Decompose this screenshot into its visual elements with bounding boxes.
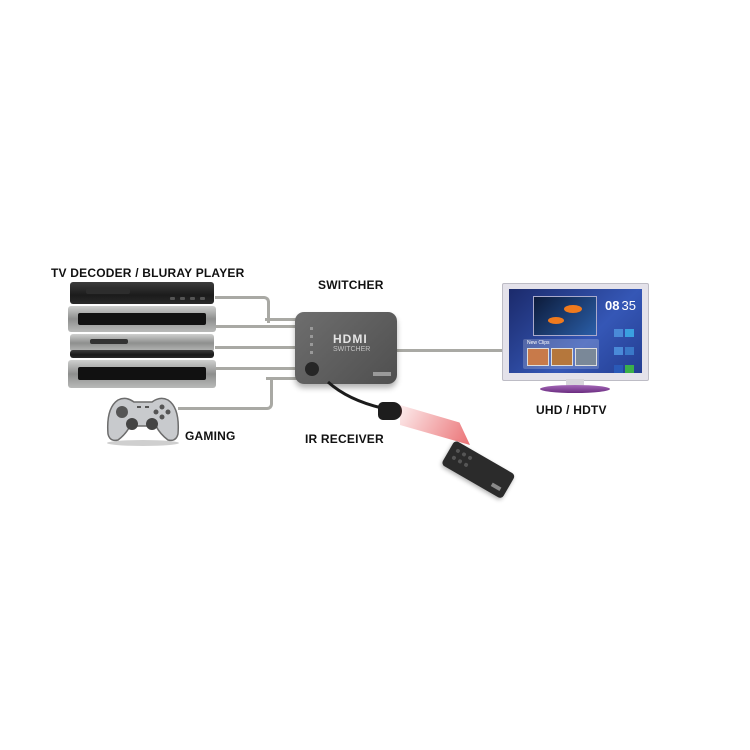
source-device-stack — [68, 282, 216, 390]
hdmi-switcher-device: HDMI SWITCHER — [295, 312, 397, 384]
cable-gaming — [178, 377, 273, 410]
switcher-logo: HDMI — [333, 332, 368, 346]
tv-neck — [566, 379, 584, 387]
tv-clips-panel: New Clips — [523, 339, 599, 369]
tv-clock-hours: 08 — [605, 298, 620, 313]
tv-stand — [540, 385, 610, 393]
cable-3 — [215, 346, 297, 349]
switcher-select-button — [305, 362, 319, 376]
display-label: UHD / HDTV — [536, 403, 607, 417]
tv-video-tile — [533, 296, 597, 336]
switcher-led-column — [310, 327, 313, 354]
ir-receiver-label: IR RECEIVER — [305, 432, 384, 446]
cable-gaming-top — [266, 377, 297, 380]
bluray-player-2 — [70, 334, 214, 352]
tv-clock-minutes: 35 — [621, 298, 636, 313]
gaming-label: GAMING — [185, 429, 236, 443]
tv-clips-title: New Clips — [527, 340, 550, 346]
cable-4 — [215, 367, 297, 370]
ir-receiver-cable — [326, 380, 383, 410]
cable-1 — [215, 296, 270, 323]
gamepad-icon — [104, 394, 182, 446]
ir-receiver-head — [378, 402, 402, 420]
cable-tv — [395, 349, 503, 352]
cable-2 — [215, 325, 297, 328]
tv-app-grid — [613, 325, 635, 373]
ir-beam — [400, 405, 470, 445]
tv-decoder-2 — [68, 360, 216, 388]
tv-decoder-1 — [68, 306, 216, 332]
switcher-label: SWITCHER — [318, 278, 384, 292]
sources-label: TV DECODER / BLURAY PLAYER — [51, 266, 245, 280]
switcher-brand-badge — [373, 372, 391, 376]
bluray-player-1 — [70, 282, 214, 304]
switcher-subtitle: SWITCHER — [333, 346, 371, 353]
bluray-player-2-base — [70, 350, 214, 358]
cable-1b — [265, 318, 297, 321]
remote-control — [441, 440, 516, 500]
